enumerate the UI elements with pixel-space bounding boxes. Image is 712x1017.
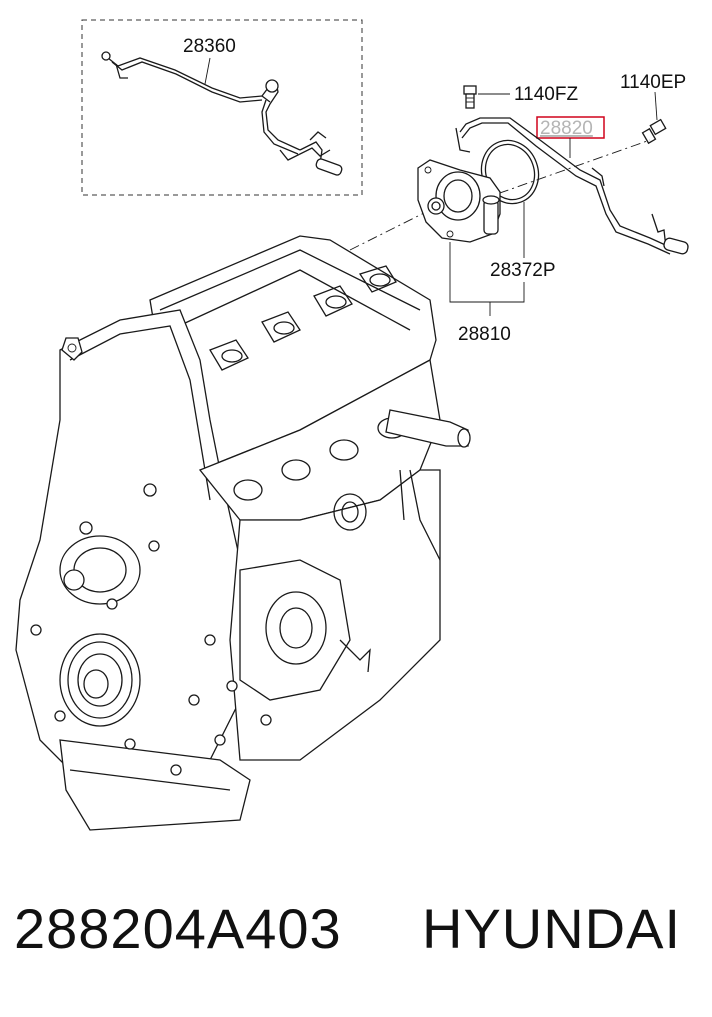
- label-28372p: 28372P: [490, 260, 556, 281]
- inset-box-28360: [81, 19, 363, 196]
- engine-parts-diagram: 28360 1140FZ 1140EP 28820 28372P: [15, 19, 689, 831]
- part-number: 288204A403: [14, 897, 342, 960]
- label-1140fz: 1140FZ: [514, 84, 578, 105]
- brand-name: HYUNDAI: [422, 897, 682, 960]
- bolt-1140fz-drawing: [463, 85, 477, 109]
- vacuum-pump-28810-drawing: [417, 159, 501, 243]
- vacuum-hose-28820-drawing: [455, 117, 689, 255]
- hose-28360-drawing: [101, 51, 343, 176]
- label-28810: 28810: [458, 324, 511, 345]
- bolt-1140ep-drawing: [641, 118, 667, 145]
- label-1140ep: 1140EP: [620, 72, 686, 93]
- highlight-box-28820: [536, 116, 605, 139]
- label-28360: 28360: [183, 36, 236, 57]
- label-28820: 28820: [540, 118, 593, 139]
- engine-block-drawing: [15, 235, 471, 831]
